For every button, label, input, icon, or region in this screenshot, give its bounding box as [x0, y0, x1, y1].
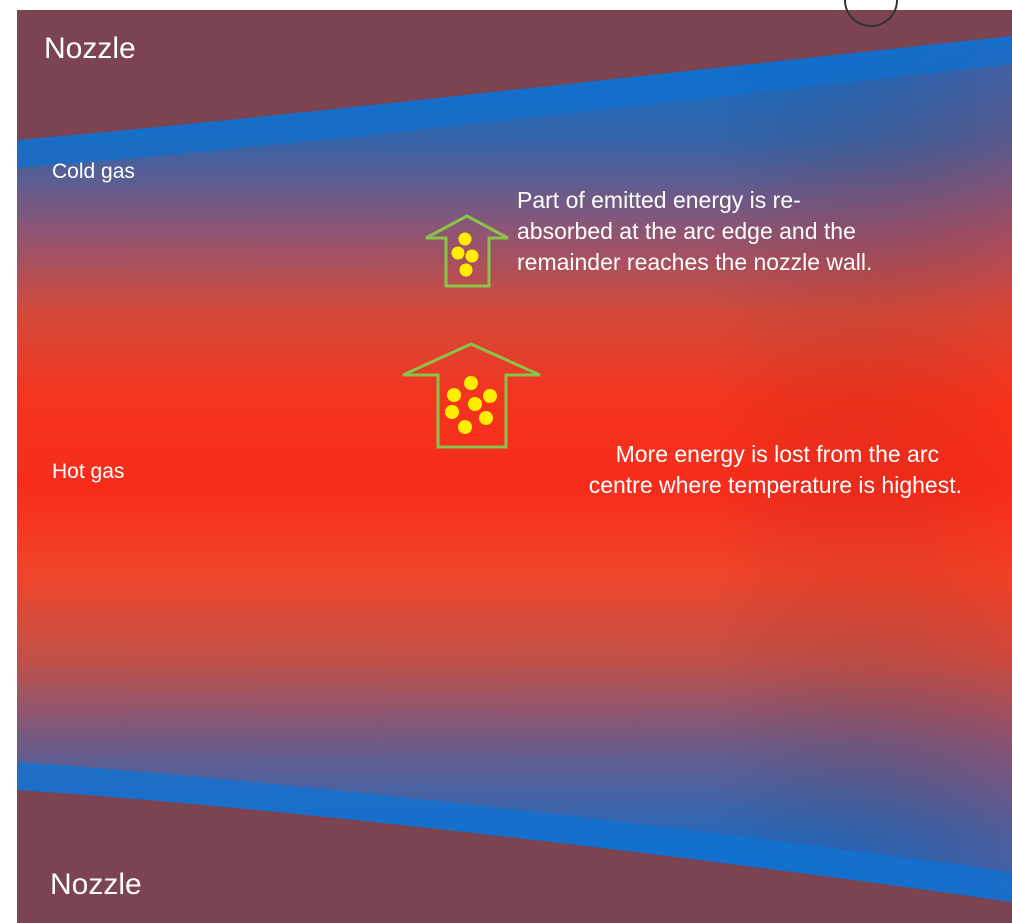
nozzle-label-bottom: Nozzle — [50, 868, 142, 901]
small-energy-arrow-icon — [425, 214, 509, 288]
particle — [447, 388, 461, 402]
cold-edge-top — [17, 36, 1012, 168]
edge-note-line: Part of emitted energy is re- — [517, 187, 801, 213]
particle — [479, 411, 493, 425]
centre-note-line: centre where temperature is highest. — [588, 472, 962, 498]
particle — [468, 397, 482, 411]
particle — [458, 420, 472, 434]
nozzle-label-top: Nozzle — [44, 32, 136, 65]
centre-note-line: More energy is lost from the arc — [615, 441, 939, 467]
particle — [483, 389, 497, 403]
particle — [445, 405, 459, 419]
centre-energy-note: More energy is lost from the arc centre … — [472, 439, 962, 501]
particle — [464, 376, 478, 390]
particle — [459, 263, 473, 277]
particle — [451, 246, 465, 260]
edge-note-line: absorbed at the arc edge and the — [517, 218, 856, 244]
particle — [458, 232, 472, 246]
cold-edge-bottom — [17, 762, 1012, 902]
clipped-circle-icon — [800, 0, 1012, 27]
hot-gas-label: Hot gas — [52, 460, 125, 483]
gas-region-shade — [17, 36, 1012, 902]
cold-gas-label: Cold gas — [52, 160, 135, 183]
edge-note-line: remainder reaches the nozzle wall. — [517, 249, 873, 275]
large-energy-arrow-icon — [402, 342, 541, 449]
edge-energy-note: Part of emitted energy is re- absorbed a… — [517, 185, 872, 278]
particle — [465, 249, 479, 263]
